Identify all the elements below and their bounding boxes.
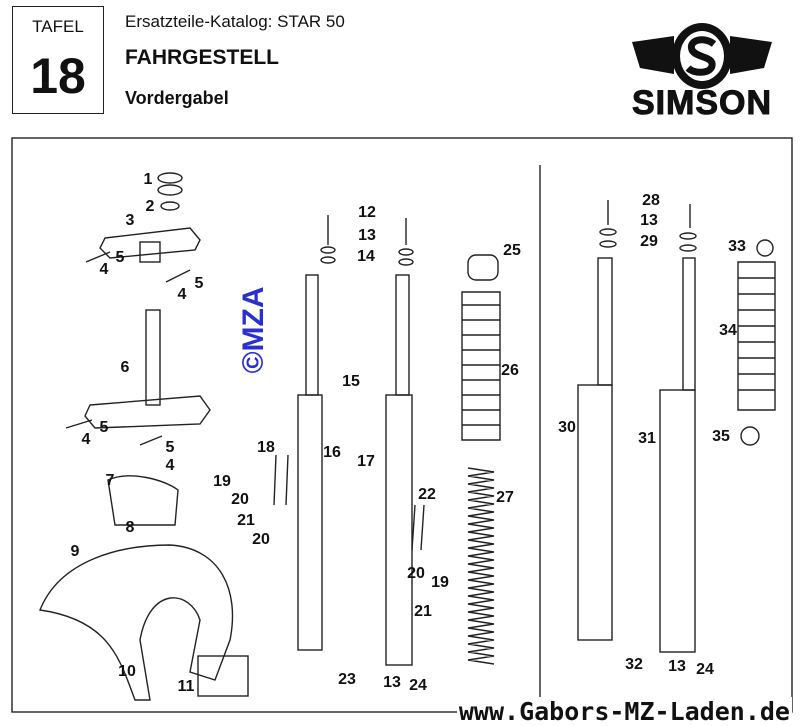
plate-number: 18 bbox=[30, 48, 86, 104]
callout-5: 5 bbox=[194, 275, 204, 292]
callout-5: 5 bbox=[99, 419, 109, 436]
callout-30: 30 bbox=[558, 419, 576, 436]
simson-logo: SIMSON bbox=[612, 22, 792, 123]
callout-17: 17 bbox=[357, 453, 375, 470]
mza-watermark: ©MZA bbox=[237, 286, 270, 374]
callout-16: 16 bbox=[323, 444, 341, 461]
callout-25: 25 bbox=[503, 242, 521, 259]
callout-26: 26 bbox=[501, 362, 519, 379]
callout-9: 9 bbox=[70, 543, 80, 560]
callout-14: 14 bbox=[357, 248, 375, 265]
callout-23: 23 bbox=[338, 671, 356, 688]
callout-15: 15 bbox=[342, 373, 360, 390]
callout-27: 27 bbox=[496, 489, 514, 506]
callout-19: 19 bbox=[213, 473, 231, 490]
callout-7: 7 bbox=[105, 472, 115, 489]
callout-21: 21 bbox=[414, 603, 432, 620]
callout-29: 29 bbox=[640, 233, 658, 250]
dust-boot-and-spring bbox=[461, 254, 501, 665]
website-url[interactable]: www.Gabors-MZ-Laden.de bbox=[456, 697, 792, 726]
plate-label: TAFEL bbox=[32, 17, 84, 36]
callout-28: 28 bbox=[642, 192, 660, 209]
callout-35: 35 bbox=[712, 428, 730, 445]
callout-31: 31 bbox=[638, 430, 656, 447]
callout-4: 4 bbox=[81, 431, 91, 448]
callout-19: 19 bbox=[431, 574, 449, 591]
fork-tubes-left bbox=[273, 215, 425, 666]
callout-4: 4 bbox=[177, 286, 187, 303]
callout-24: 24 bbox=[409, 677, 427, 694]
callout-20: 20 bbox=[407, 565, 425, 582]
callout-4: 4 bbox=[165, 457, 175, 474]
callout-22: 22 bbox=[418, 486, 436, 503]
callout-13: 13 bbox=[668, 658, 686, 675]
callout-13: 13 bbox=[383, 674, 401, 691]
callout-6: 6 bbox=[120, 359, 130, 376]
catalog-title: Ersatzteile-Katalog: STAR 50 bbox=[125, 12, 345, 31]
steering-parts bbox=[39, 172, 249, 701]
fork-tubes-right bbox=[577, 200, 776, 653]
callout-32: 32 bbox=[625, 656, 643, 673]
callout-1: 1 bbox=[143, 171, 153, 188]
callout-11: 11 bbox=[177, 678, 195, 695]
callout-33: 33 bbox=[728, 238, 746, 255]
subsection-title: Vordergabel bbox=[125, 88, 229, 108]
callout-2: 2 bbox=[145, 198, 155, 215]
callout-20: 20 bbox=[252, 531, 270, 548]
callout-18: 18 bbox=[257, 439, 275, 456]
callout-4: 4 bbox=[99, 261, 109, 278]
callout-10: 10 bbox=[118, 663, 136, 680]
callout-8: 8 bbox=[125, 519, 135, 536]
callout-5: 5 bbox=[165, 439, 175, 456]
callout-34: 34 bbox=[719, 322, 737, 339]
plate-number-box: TAFEL 18 bbox=[12, 6, 104, 114]
callout-12: 12 bbox=[358, 204, 376, 221]
callout-21: 21 bbox=[237, 512, 255, 529]
simson-emblem-icon bbox=[632, 23, 772, 89]
callout-13: 13 bbox=[358, 227, 376, 244]
callout-13: 13 bbox=[640, 212, 658, 229]
callout-3: 3 bbox=[125, 212, 135, 229]
logo-text: SIMSON bbox=[631, 84, 773, 123]
drawing-frame bbox=[11, 137, 793, 713]
callout-5: 5 bbox=[115, 249, 125, 266]
callout-20: 20 bbox=[231, 491, 249, 508]
callout-24: 24 bbox=[696, 661, 714, 678]
section-title: FAHRGESTELL bbox=[125, 46, 280, 69]
